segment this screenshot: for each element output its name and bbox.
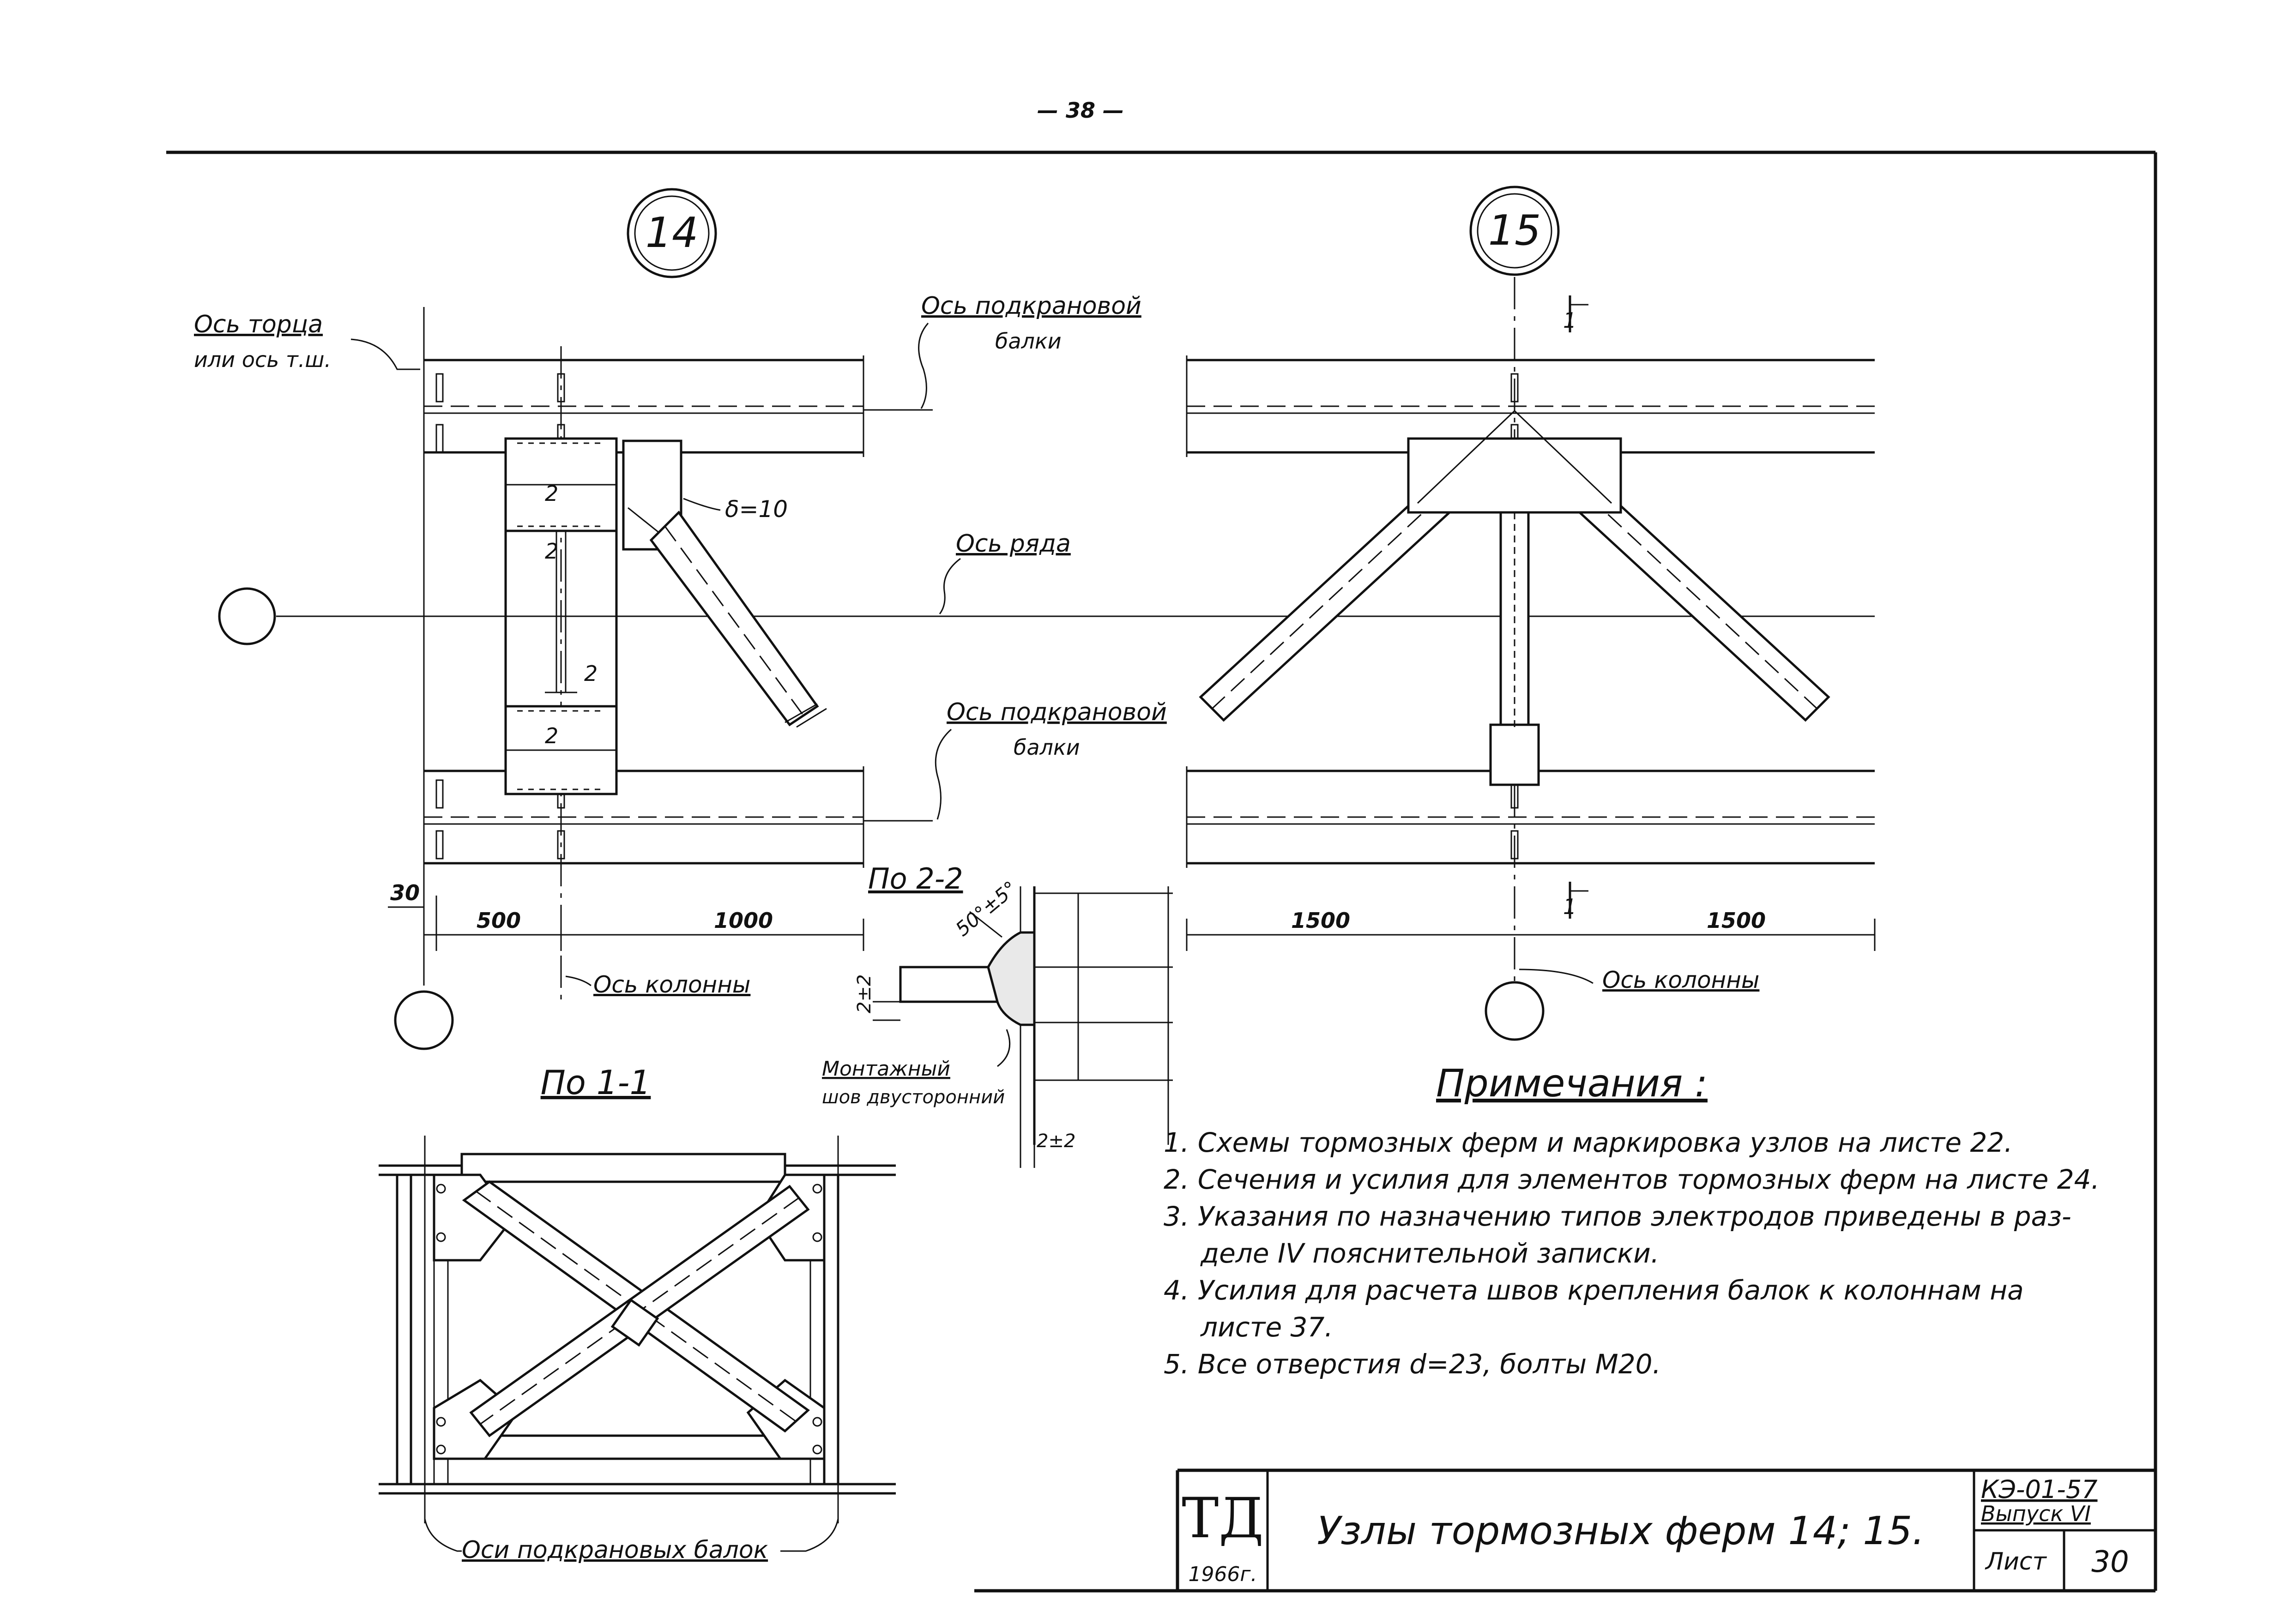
section-mark-2-c: 2 bbox=[584, 661, 598, 686]
bottom-beam-axis-label-1: Ось подкрановой bbox=[947, 698, 1167, 726]
gusset-and-diagonal-14: δ=10 bbox=[622, 439, 827, 728]
svg-text:1: 1 bbox=[1563, 894, 1576, 919]
node-15-plan: 15 bbox=[1186, 186, 1876, 1041]
node-14-number: 14 bbox=[646, 209, 699, 257]
weld-label-1: Монтажный bbox=[822, 1057, 950, 1081]
gusset-15 bbox=[1407, 437, 1622, 514]
page-number: — 38 — bbox=[1037, 98, 1124, 123]
gap-horizontal: 2±2 bbox=[1037, 1131, 1075, 1152]
node-15-circle bbox=[1469, 186, 1560, 276]
note-4: 4. Усилия для расчета швов крепления бал… bbox=[1164, 1275, 2024, 1306]
note-1: 1. Схемы тормозных ферм и маркировка узл… bbox=[1164, 1127, 2013, 1158]
section-mark-1-top: 1 bbox=[1563, 295, 1588, 333]
section-mark-2-b: 2 bbox=[545, 539, 558, 564]
svg-text:1: 1 bbox=[1563, 308, 1576, 333]
issue: Выпуск VI bbox=[1981, 1501, 2091, 1526]
node-15-number: 15 bbox=[1488, 206, 1541, 255]
section-mark-1-bottom: 1 bbox=[1563, 882, 1588, 919]
note-3-cont: деле IV пояснительной записки. bbox=[1200, 1238, 1659, 1269]
bottom-crane-beam bbox=[424, 766, 864, 868]
end-axis-label-1: Ось торца bbox=[194, 311, 323, 338]
dimension-chain-right: 1500 1500 bbox=[1186, 908, 1876, 951]
dim-500: 500 bbox=[477, 908, 521, 933]
notes-title: Примечания : bbox=[1436, 1062, 1708, 1106]
bottom-beam-axis-label-2: балки bbox=[1014, 735, 1080, 760]
note-2: 2. Сечения и усилия для элементов тормоз… bbox=[1164, 1164, 2100, 1195]
dim-30: 30 bbox=[390, 880, 420, 905]
end-axis-bubble bbox=[394, 990, 454, 1050]
title-block: ТД 1966г. Узлы тормозных ферм 14; 15. КЭ… bbox=[1176, 1468, 2155, 1591]
dim-1500-left: 1500 bbox=[1291, 908, 1350, 933]
column-axis-label-left: Ось колонны bbox=[593, 971, 750, 998]
plate-thickness: δ=10 bbox=[725, 496, 788, 523]
node-14-circle bbox=[627, 188, 717, 278]
strut-15-end-plate bbox=[1489, 723, 1540, 786]
dimension-chain-left: 30 500 1000 bbox=[388, 880, 864, 951]
sheet-label: Лист bbox=[1985, 1548, 2047, 1576]
column-axis-label-right: Ось колонны bbox=[1602, 967, 1759, 993]
drawing-title: Узлы тормозных ферм 14; 15. bbox=[1317, 1508, 1925, 1553]
note-4-cont: листе 37. bbox=[1200, 1311, 1333, 1343]
strut-14: 2 2 2 2 bbox=[504, 437, 618, 795]
section-2-2-title: По 2-2 bbox=[868, 862, 963, 896]
section-1-1-title: По 1-1 bbox=[541, 1063, 651, 1102]
top-beam-axis-label-1: Ось подкрановой bbox=[921, 292, 1141, 320]
note-5: 5. Все отверстия d=23, болты М20. bbox=[1164, 1348, 1661, 1380]
note-3: 3. Указания по назначению типов электрод… bbox=[1164, 1201, 2071, 1232]
section-1-1: По 1-1 bbox=[379, 1063, 896, 1564]
year: 1966г. bbox=[1188, 1563, 1257, 1586]
row-axis-label: Ось ряда bbox=[956, 530, 1071, 558]
end-axis-label-2: или ось т.ш. bbox=[194, 347, 331, 372]
section-mark-2-d: 2 bbox=[545, 723, 558, 748]
section-2-2: По 2-2 50°±5° 2±2 2±2 Монтажный шов двус… bbox=[822, 862, 1173, 1168]
weld-label-2: шов двусторонний bbox=[822, 1087, 1005, 1108]
logo: ТД bbox=[1182, 1486, 1264, 1551]
dim-1500-right: 1500 bbox=[1707, 908, 1766, 933]
section-mark-2-a: 2 bbox=[545, 481, 558, 506]
top-beam-axis-label-2: балки bbox=[995, 329, 1062, 354]
dim-1000: 1000 bbox=[714, 908, 773, 933]
notes-block: Примечания : 1. Схемы тормозных ферм и м… bbox=[1164, 1062, 2100, 1380]
sheet-number: 30 bbox=[2091, 1545, 2129, 1579]
drawing-code: КЭ-01-57 bbox=[1981, 1475, 2097, 1504]
row-axis-bubble bbox=[218, 587, 276, 645]
column-axis-bubble bbox=[1485, 981, 1545, 1041]
weld-bead bbox=[987, 931, 1036, 1026]
sheet-frame bbox=[166, 150, 2157, 1593]
gap-vertical: 2±2 bbox=[854, 974, 875, 1013]
node-14-plan: 14 bbox=[194, 188, 1875, 1050]
crane-beam-axes-label: Оси подкрановых балок bbox=[462, 1536, 768, 1564]
